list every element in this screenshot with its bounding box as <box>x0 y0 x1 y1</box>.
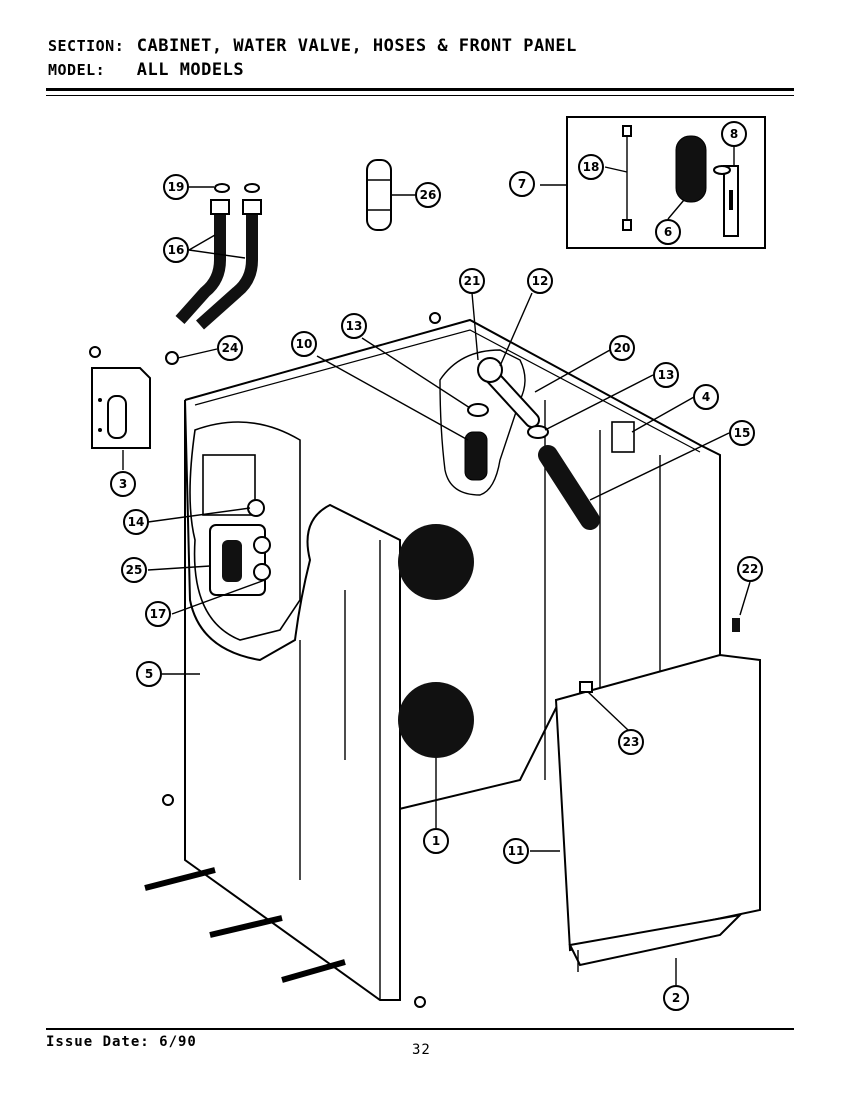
callout-label: 8 <box>730 127 738 141</box>
leader-lines <box>122 147 751 985</box>
callout-26: 26 <box>415 182 441 208</box>
callout-label: 6 <box>664 225 672 239</box>
washer-part-left <box>214 183 230 193</box>
callout-label: 18 <box>583 160 600 174</box>
bracket-part <box>713 165 739 237</box>
section-title: CABINET, WATER VALVE, HOSES & FRONT PANE… <box>136 36 577 56</box>
header-rule-thick <box>46 88 794 91</box>
front-panel-part <box>554 653 761 972</box>
callout-22: 22 <box>737 556 763 582</box>
water-valve-part <box>209 524 271 596</box>
callout-19: 19 <box>163 174 189 200</box>
callout-label: 13 <box>658 368 675 382</box>
callout-5: 5 <box>136 661 162 687</box>
callout-label: 20 <box>614 341 631 355</box>
callout-label: 25 <box>126 563 143 577</box>
callout-4: 4 <box>693 384 719 410</box>
footer-rule <box>46 1028 794 1030</box>
model-label: MODEL: <box>48 61 106 79</box>
callout-13: 13 <box>653 362 679 388</box>
mounting-bracket-part <box>91 367 151 449</box>
callout-7: 7 <box>509 171 535 197</box>
callout-15: 15 <box>729 420 755 446</box>
inset-box <box>566 116 766 249</box>
screws <box>89 312 441 1008</box>
callout-16: 16 <box>163 237 189 263</box>
washer-part-right <box>244 183 260 193</box>
callout-2: 2 <box>663 985 689 1011</box>
callout-25: 25 <box>121 557 147 583</box>
section-row: SECTION: CABINET, WATER VALVE, HOSES & F… <box>48 34 577 58</box>
callout-label: 16 <box>168 243 185 257</box>
callout-label: 22 <box>742 562 759 576</box>
clamp-part <box>467 403 489 417</box>
callout-12: 12 <box>527 268 553 294</box>
page-number: 32 <box>412 1042 431 1058</box>
callout-10: 10 <box>291 331 317 357</box>
fill-hoses-part <box>175 199 262 330</box>
section-label: SECTION: <box>48 37 125 55</box>
pad-part <box>611 421 635 453</box>
callout-label: 2 <box>672 991 680 1005</box>
callout-label: 15 <box>734 426 751 440</box>
callout-6: 6 <box>655 219 681 245</box>
model-value: ALL MODELS <box>136 60 245 80</box>
callout-label: 24 <box>222 341 239 355</box>
header-rule-thin <box>46 95 794 96</box>
hose-sleeve-part <box>464 431 488 481</box>
clamp-part-lower <box>527 425 549 439</box>
callout-label: 17 <box>150 607 167 621</box>
front-caster-lower <box>398 682 474 758</box>
callout-24: 24 <box>217 335 243 361</box>
callout-23: 23 <box>618 729 644 755</box>
model-row: MODEL: ALL MODELS <box>48 58 577 82</box>
callout-8: 8 <box>721 121 747 147</box>
callout-label: 23 <box>623 735 640 749</box>
callout-label: 10 <box>296 337 313 351</box>
callout-3: 3 <box>110 471 136 497</box>
plug-part <box>732 618 740 632</box>
callout-label: 4 <box>702 390 710 404</box>
front-caster-upper <box>398 524 474 600</box>
callout-label: 19 <box>168 180 185 194</box>
callout-label: 26 <box>420 188 437 202</box>
callout-13: 13 <box>341 313 367 339</box>
callout-label: 7 <box>518 177 526 191</box>
callout-21: 21 <box>459 268 485 294</box>
callout-label: 21 <box>464 274 481 288</box>
callout-label: 13 <box>346 319 363 333</box>
fitting-part <box>165 351 179 365</box>
callout-1: 1 <box>423 828 449 854</box>
callout-label: 14 <box>128 515 145 529</box>
callout-label: 11 <box>508 844 525 858</box>
drain-hose-part <box>538 445 600 530</box>
harness-wire-part <box>622 125 632 231</box>
sleeve-part <box>675 135 707 203</box>
panel-clip-part <box>579 681 593 693</box>
callout-label: 1 <box>432 834 440 848</box>
issue-date: Issue Date: 6/90 <box>46 1034 197 1050</box>
callout-20: 20 <box>609 335 635 361</box>
hose-connector-part <box>366 159 392 231</box>
callout-label: 5 <box>145 667 153 681</box>
valve-washer-part <box>247 499 265 517</box>
page-header: SECTION: CABINET, WATER VALVE, HOSES & F… <box>48 34 577 82</box>
callout-label: 12 <box>532 274 549 288</box>
callout-14: 14 <box>123 509 149 535</box>
valve-opening <box>202 454 256 516</box>
callout-11: 11 <box>503 838 529 864</box>
callout-label: 3 <box>119 477 127 491</box>
callout-17: 17 <box>145 601 171 627</box>
pump-hose-fitting-part <box>477 357 503 383</box>
callout-18: 18 <box>578 154 604 180</box>
